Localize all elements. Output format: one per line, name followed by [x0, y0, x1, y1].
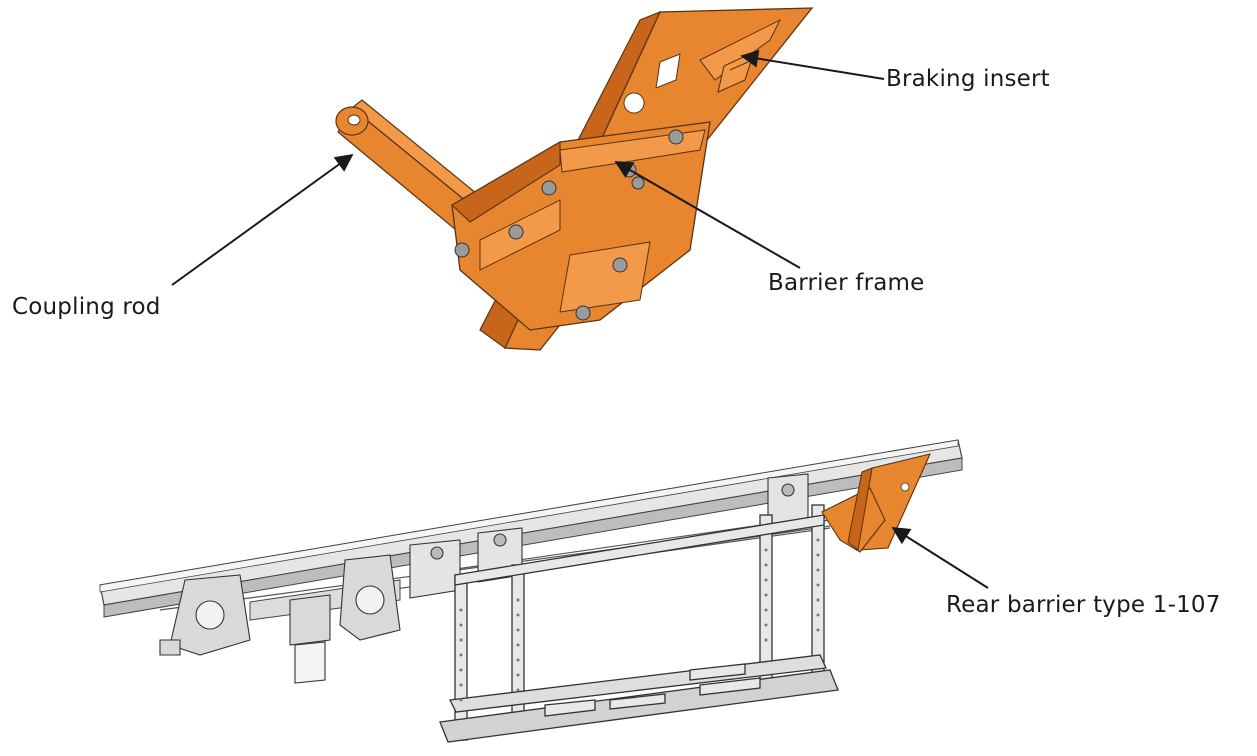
coupling-rod-part	[335, 99, 483, 231]
cage-frame	[439, 504, 839, 743]
trolley-1	[159, 574, 251, 656]
leader-barrier-frame	[614, 161, 801, 269]
braking-insert-label: Braking insert	[886, 66, 1050, 92]
monorail-train-illustration	[99, 439, 963, 743]
barrier-frame-label: Barrier frame	[768, 270, 925, 296]
leader-rear-barrier	[891, 527, 989, 589]
drive-unit	[289, 554, 401, 684]
rear-barrier-label: Rear barrier type 1-107	[946, 592, 1221, 618]
leader-lines	[171, 49, 989, 589]
coupling-rod-label: Coupling rod	[12, 294, 161, 320]
leader-coupling-rod	[171, 153, 354, 286]
barrier-detail-illustration	[335, 7, 814, 351]
rail-beam	[99, 439, 963, 618]
leader-braking-insert	[740, 49, 885, 80]
barrier-frame-part	[451, 121, 711, 331]
rear-barrier-part	[821, 453, 931, 553]
